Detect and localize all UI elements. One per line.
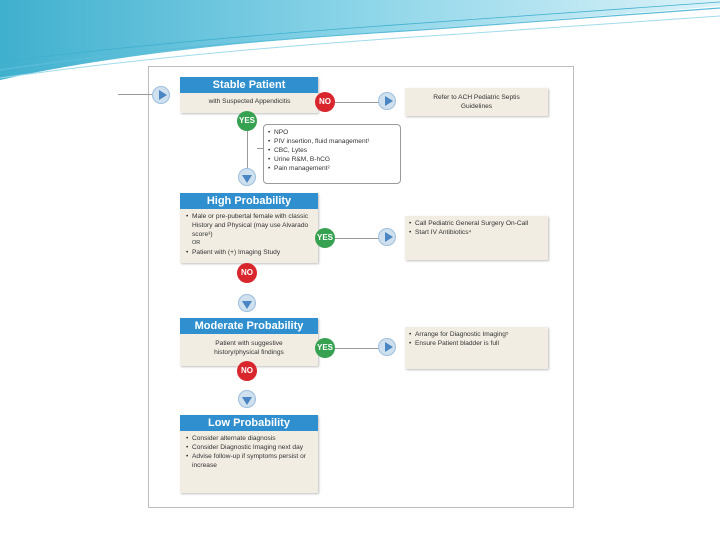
no-badge-moderate: NO [237,361,257,381]
arrow-to-moderate-icon [238,294,256,312]
high-action-item: Start IV Antibiotics⁴ [409,228,544,237]
arrow-to-refer-icon [378,92,396,110]
high-criteria-item: Patient with (+) Imaging Study [186,248,313,257]
moderate-action-item: Ensure Patient bladder is full [409,339,544,348]
high-probability-title: High Probability [180,193,318,209]
moderate-action-box: Arrange for Diagnostic Imaging⁵ Ensure P… [405,327,548,369]
connector-to-orders [257,148,263,149]
connector-high-action [335,238,380,239]
high-probability-card: High Probability Male or pre-pubertal fe… [180,193,318,263]
refer-box: Refer to ACH Pediatric Septis Guidelines [405,88,548,116]
low-probability-card: Low Probability Consider alternate diagn… [180,415,318,493]
order-item: NPO [268,128,396,137]
yes-badge-moderate: YES [315,338,335,358]
low-probability-title: Low Probability [180,415,318,431]
yes-badge-stable: YES [237,111,257,131]
low-item: Consider alternate diagnosis [186,434,313,443]
stable-patient-subtitle: with Suspected Appendicitis [208,98,291,105]
no-badge-high: NO [237,263,257,283]
moderate-probability-title: Moderate Probability [180,318,318,334]
initial-orders-box: NPO PIV insertion, fluid management¹ CBC… [263,124,401,184]
order-item: Urine R&M, B-hCG [268,155,396,164]
high-criteria-item: Male or pre-pubertal female with classic… [186,212,313,239]
moderate-probability-body: Patient with suggestive history/physical… [214,340,284,356]
yes-badge-high: YES [315,228,335,248]
low-item: Advise follow-up if symptoms persist or … [186,452,313,470]
high-probability-body: Male or pre-pubertal female with classic… [180,209,318,257]
arrow-to-moderate-action-icon [378,338,396,356]
entry-line [118,94,152,95]
low-item: Consider Diagnostic Imaging next day [186,443,313,452]
high-action-item: Call Pediatric General Surgery On-Call [409,219,544,228]
entry-arrow-icon [152,86,170,104]
order-item: Pain management² [268,164,396,173]
high-action-box: Call Pediatric General Surgery On-Call S… [405,216,548,260]
low-probability-body: Consider alternate diagnosis Consider Di… [180,431,318,470]
order-item: CBC, Lytes [268,146,396,155]
stable-patient-card: Stable Patient with Suspected Appendicit… [180,77,318,113]
connector-yes-down [247,131,248,171]
high-or-label: OR [192,240,201,246]
moderate-action-item: Arrange for Diagnostic Imaging⁵ [409,330,544,339]
moderate-probability-card: Moderate Probability Patient with sugges… [180,318,318,366]
arrow-to-high-icon [238,168,256,186]
stable-patient-title: Stable Patient [180,77,318,93]
order-item: PIV insertion, fluid management¹ [268,137,396,146]
connector-moderate-action [335,348,380,349]
refer-box-line2: Guidelines [460,103,493,110]
connector-stable-refer [335,102,380,103]
refer-box-line1: Refer to ACH Pediatric Septis [433,94,520,101]
arrow-to-low-icon [238,390,256,408]
arrow-to-high-action-icon [378,228,396,246]
decorative-wave-banner [0,0,720,80]
no-badge-stable: NO [315,92,335,112]
